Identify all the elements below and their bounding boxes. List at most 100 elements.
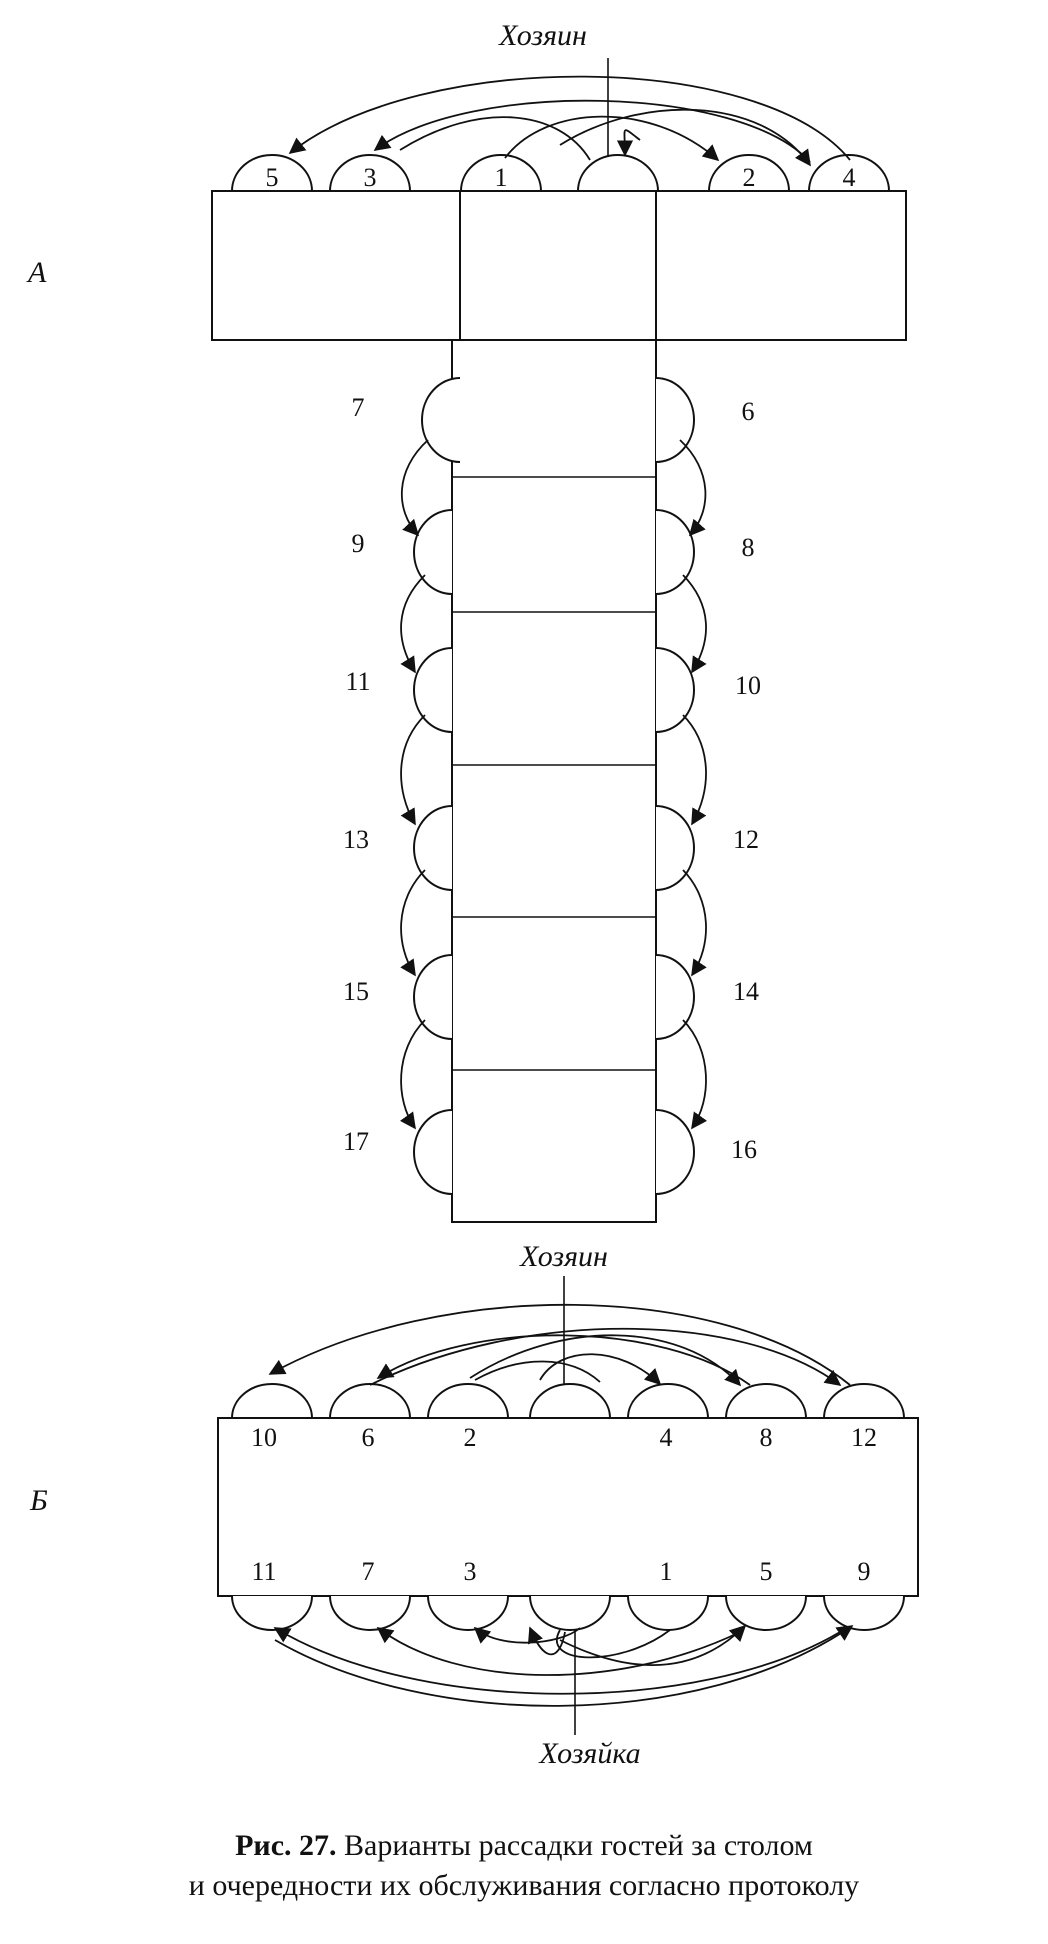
seat-head — [231, 154, 313, 192]
seat-label: 5 — [760, 1557, 773, 1586]
seat-label: 9 — [858, 1557, 871, 1586]
service-arrow — [504, 115, 720, 162]
seat-label: 16 — [731, 1135, 757, 1164]
seat-label: 10 — [735, 671, 761, 700]
seat-right — [655, 377, 695, 463]
service-arrow — [527, 1626, 566, 1656]
service-arrow — [373, 99, 811, 163]
seat-bottom — [329, 1595, 411, 1631]
seat-label: 6 — [742, 397, 755, 426]
service-arrow — [400, 714, 426, 826]
seat-label: 15 — [343, 977, 369, 1006]
seat-top — [231, 1383, 313, 1419]
seat-host-b — [529, 1383, 611, 1419]
caption-text-1: Варианты рассадки гостей за столом — [344, 1829, 813, 1862]
seat-top — [725, 1383, 807, 1419]
long-table — [451, 339, 657, 1223]
service-arrow — [559, 1624, 747, 1666]
figure-number: Рис. 27. — [235, 1829, 337, 1862]
seat-label: 7 — [362, 1557, 375, 1586]
service-arrow — [559, 108, 811, 167]
seat-label: 12 — [733, 825, 759, 854]
service-arrow — [400, 439, 429, 537]
seat-right — [655, 509, 695, 595]
seat-left — [413, 805, 453, 891]
seat-label: 13 — [343, 825, 369, 854]
diagram-b: Б Хозяин Хозяйка 10 6 2 4 8 12 11 7 3 — [29, 1240, 919, 1770]
service-arrow — [400, 869, 426, 977]
diagram-b-host-label: Хозяин — [519, 1240, 608, 1273]
seat-label: 8 — [760, 1423, 773, 1452]
seat-left — [413, 647, 453, 733]
seat-label: 2 — [464, 1423, 477, 1452]
service-arrow — [273, 1627, 841, 1695]
seat-label: 11 — [251, 1557, 276, 1586]
seat-label: 7 — [352, 393, 365, 422]
seat-label: 6 — [362, 1423, 375, 1452]
seat-bottom — [231, 1595, 313, 1631]
seat-label: 14 — [733, 977, 759, 1006]
banquet-table — [217, 1417, 919, 1597]
seat-left — [413, 954, 453, 1040]
seat-head — [329, 154, 411, 192]
seat-label: 4 — [843, 163, 856, 192]
service-arrow — [274, 1625, 854, 1707]
long-table-top — [459, 190, 657, 342]
seat-right — [655, 805, 695, 891]
service-arrow — [268, 1303, 851, 1386]
service-arrow — [556, 1629, 671, 1659]
service-arrow — [616, 129, 641, 157]
seat-label: 9 — [352, 529, 365, 558]
diagram-a: А Хозяин 5 3 1 2 4 — [26, 19, 907, 1223]
service-arrow — [376, 1627, 741, 1676]
seat-head — [460, 154, 542, 192]
seat-right — [655, 1109, 695, 1195]
seat-bottom — [627, 1595, 709, 1631]
diagram-b-hostess-label: Хозяйка — [538, 1737, 640, 1770]
seat-label: 4 — [660, 1423, 673, 1452]
caption-text-2: и очередности их обслуживания согласно п… — [188, 1869, 860, 1902]
seat-head — [708, 154, 790, 192]
service-arrow — [399, 1019, 426, 1130]
service-arrow — [682, 714, 707, 826]
seat-label: 5 — [266, 163, 279, 192]
seat-head — [808, 154, 890, 192]
seat-label: 3 — [464, 1557, 477, 1586]
service-arrow — [400, 574, 426, 674]
seat-label: 17 — [343, 1127, 369, 1156]
service-arrow — [288, 75, 851, 161]
seat-top — [627, 1383, 709, 1419]
service-arrow — [469, 1334, 742, 1387]
service-arrow — [399, 116, 591, 161]
caption-line-1: Рис. 27. Варианты рассадки гостей за сто… — [0, 1826, 1048, 1866]
seat-top — [823, 1383, 905, 1419]
seat-label: 2 — [743, 163, 756, 192]
seat-bottom — [725, 1595, 807, 1631]
service-arrow — [474, 1360, 601, 1383]
seat-hostess-b — [529, 1595, 611, 1631]
diagram-a-host-label: Хозяин — [498, 19, 587, 52]
seat-label: 8 — [742, 533, 755, 562]
seat-right — [655, 954, 695, 1040]
service-arrow — [682, 869, 707, 977]
seat-top — [329, 1383, 411, 1419]
seat-host-a — [577, 154, 659, 192]
seat-label: 1 — [495, 163, 508, 192]
service-arrow — [376, 1334, 751, 1386]
diagram-a-label: А — [26, 256, 47, 289]
seat-label: 10 — [251, 1423, 277, 1452]
service-arrow — [539, 1353, 662, 1386]
seat-top — [427, 1383, 509, 1419]
service-arrow — [682, 1019, 708, 1130]
seat-label: 3 — [364, 163, 377, 192]
diagram-b-label: Б — [29, 1484, 48, 1517]
seat-right — [655, 647, 695, 733]
service-arrow — [682, 574, 707, 674]
seat-left — [413, 1109, 453, 1195]
seat-bottom — [427, 1595, 509, 1631]
seat-left — [421, 377, 461, 463]
seat-left — [413, 509, 453, 595]
figure-caption: Рис. 27. Варианты рассадки гостей за сто… — [0, 1826, 1048, 1906]
seat-label: 1 — [660, 1557, 673, 1586]
